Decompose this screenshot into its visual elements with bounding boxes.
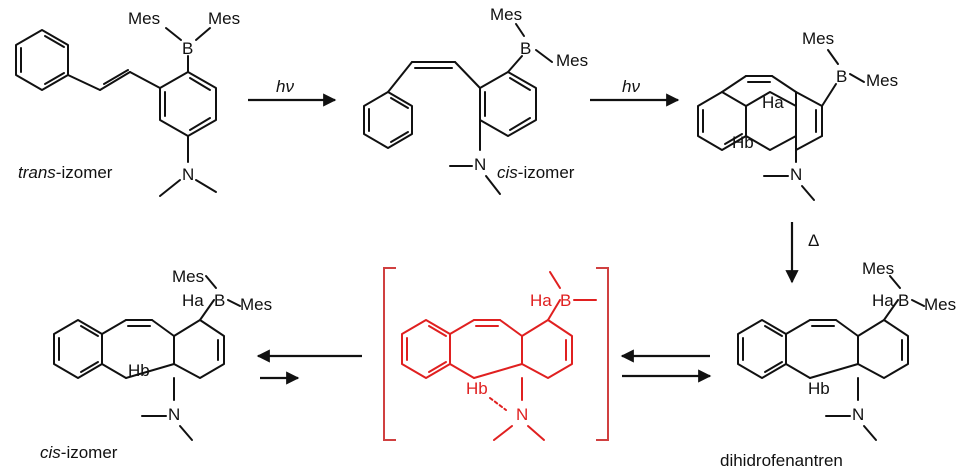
mes-group: Mes: [924, 295, 956, 314]
ha-label: Ha: [182, 291, 204, 310]
boron-atom: B: [898, 291, 909, 310]
dihydrophenanthrene-label: dihidrofenantren: [720, 451, 843, 470]
mes-group: Mes: [240, 295, 272, 314]
boron-atom: B: [520, 39, 531, 58]
bracket-left: [383, 267, 396, 441]
nitrogen-atom: N: [168, 405, 180, 424]
reagent-label: hν: [276, 77, 294, 96]
mes-group: Mes: [172, 267, 204, 286]
ha-label: Ha: [762, 93, 784, 112]
hb-label: Hb: [808, 379, 830, 398]
reagent-label: Δ: [808, 231, 819, 250]
cis-isomer-label: cis-izomer: [497, 163, 575, 182]
trans-isomer-molecule: B Mes Mes N: [15, 9, 240, 197]
boron-atom: B: [836, 67, 847, 86]
boron-atom: B: [560, 291, 571, 310]
dihydrophenanthrene-molecule: B Mes Mes Ha Hb N: [737, 259, 956, 441]
mes-group: Mes: [128, 9, 160, 28]
mes-group: Mes: [208, 9, 240, 28]
mes-group: Mes: [862, 259, 894, 278]
nitrogen-atom: N: [474, 155, 486, 174]
mes-group: Mes: [490, 5, 522, 24]
nitrogen-atom: N: [516, 405, 528, 424]
mes-group: Mes: [866, 71, 898, 90]
ha-label: Ha: [530, 291, 552, 310]
nitrogen-atom: N: [790, 165, 802, 184]
mes-group: Mes: [802, 29, 834, 48]
cis-isomer-2-label: cis-izomer: [40, 443, 118, 462]
mes-group: Mes: [556, 51, 588, 70]
ha-label: Ha: [872, 291, 894, 310]
trans-isomer-label: trans-izomer: [18, 163, 113, 182]
boron-atom: B: [214, 291, 225, 310]
hb-label: Hb: [732, 133, 754, 152]
boron-atom: B: [182, 39, 193, 58]
bracket-right: [596, 267, 609, 441]
reagent-label: hν: [622, 77, 640, 96]
hb-label: Hb: [466, 379, 488, 398]
hb-label: Hb: [128, 361, 150, 380]
photocyclized-molecule: B Mes Mes Ha Hb N: [697, 29, 898, 201]
cis-isomer-2-molecule: B Mes Mes Ha Hb N: [53, 267, 272, 441]
nitrogen-atom: N: [852, 405, 864, 424]
nitrogen-atom: N: [182, 165, 194, 184]
intermediate-molecule: B Ha Hb N: [401, 271, 597, 441]
cis-isomer-molecule: B Mes Mes N: [363, 5, 588, 195]
